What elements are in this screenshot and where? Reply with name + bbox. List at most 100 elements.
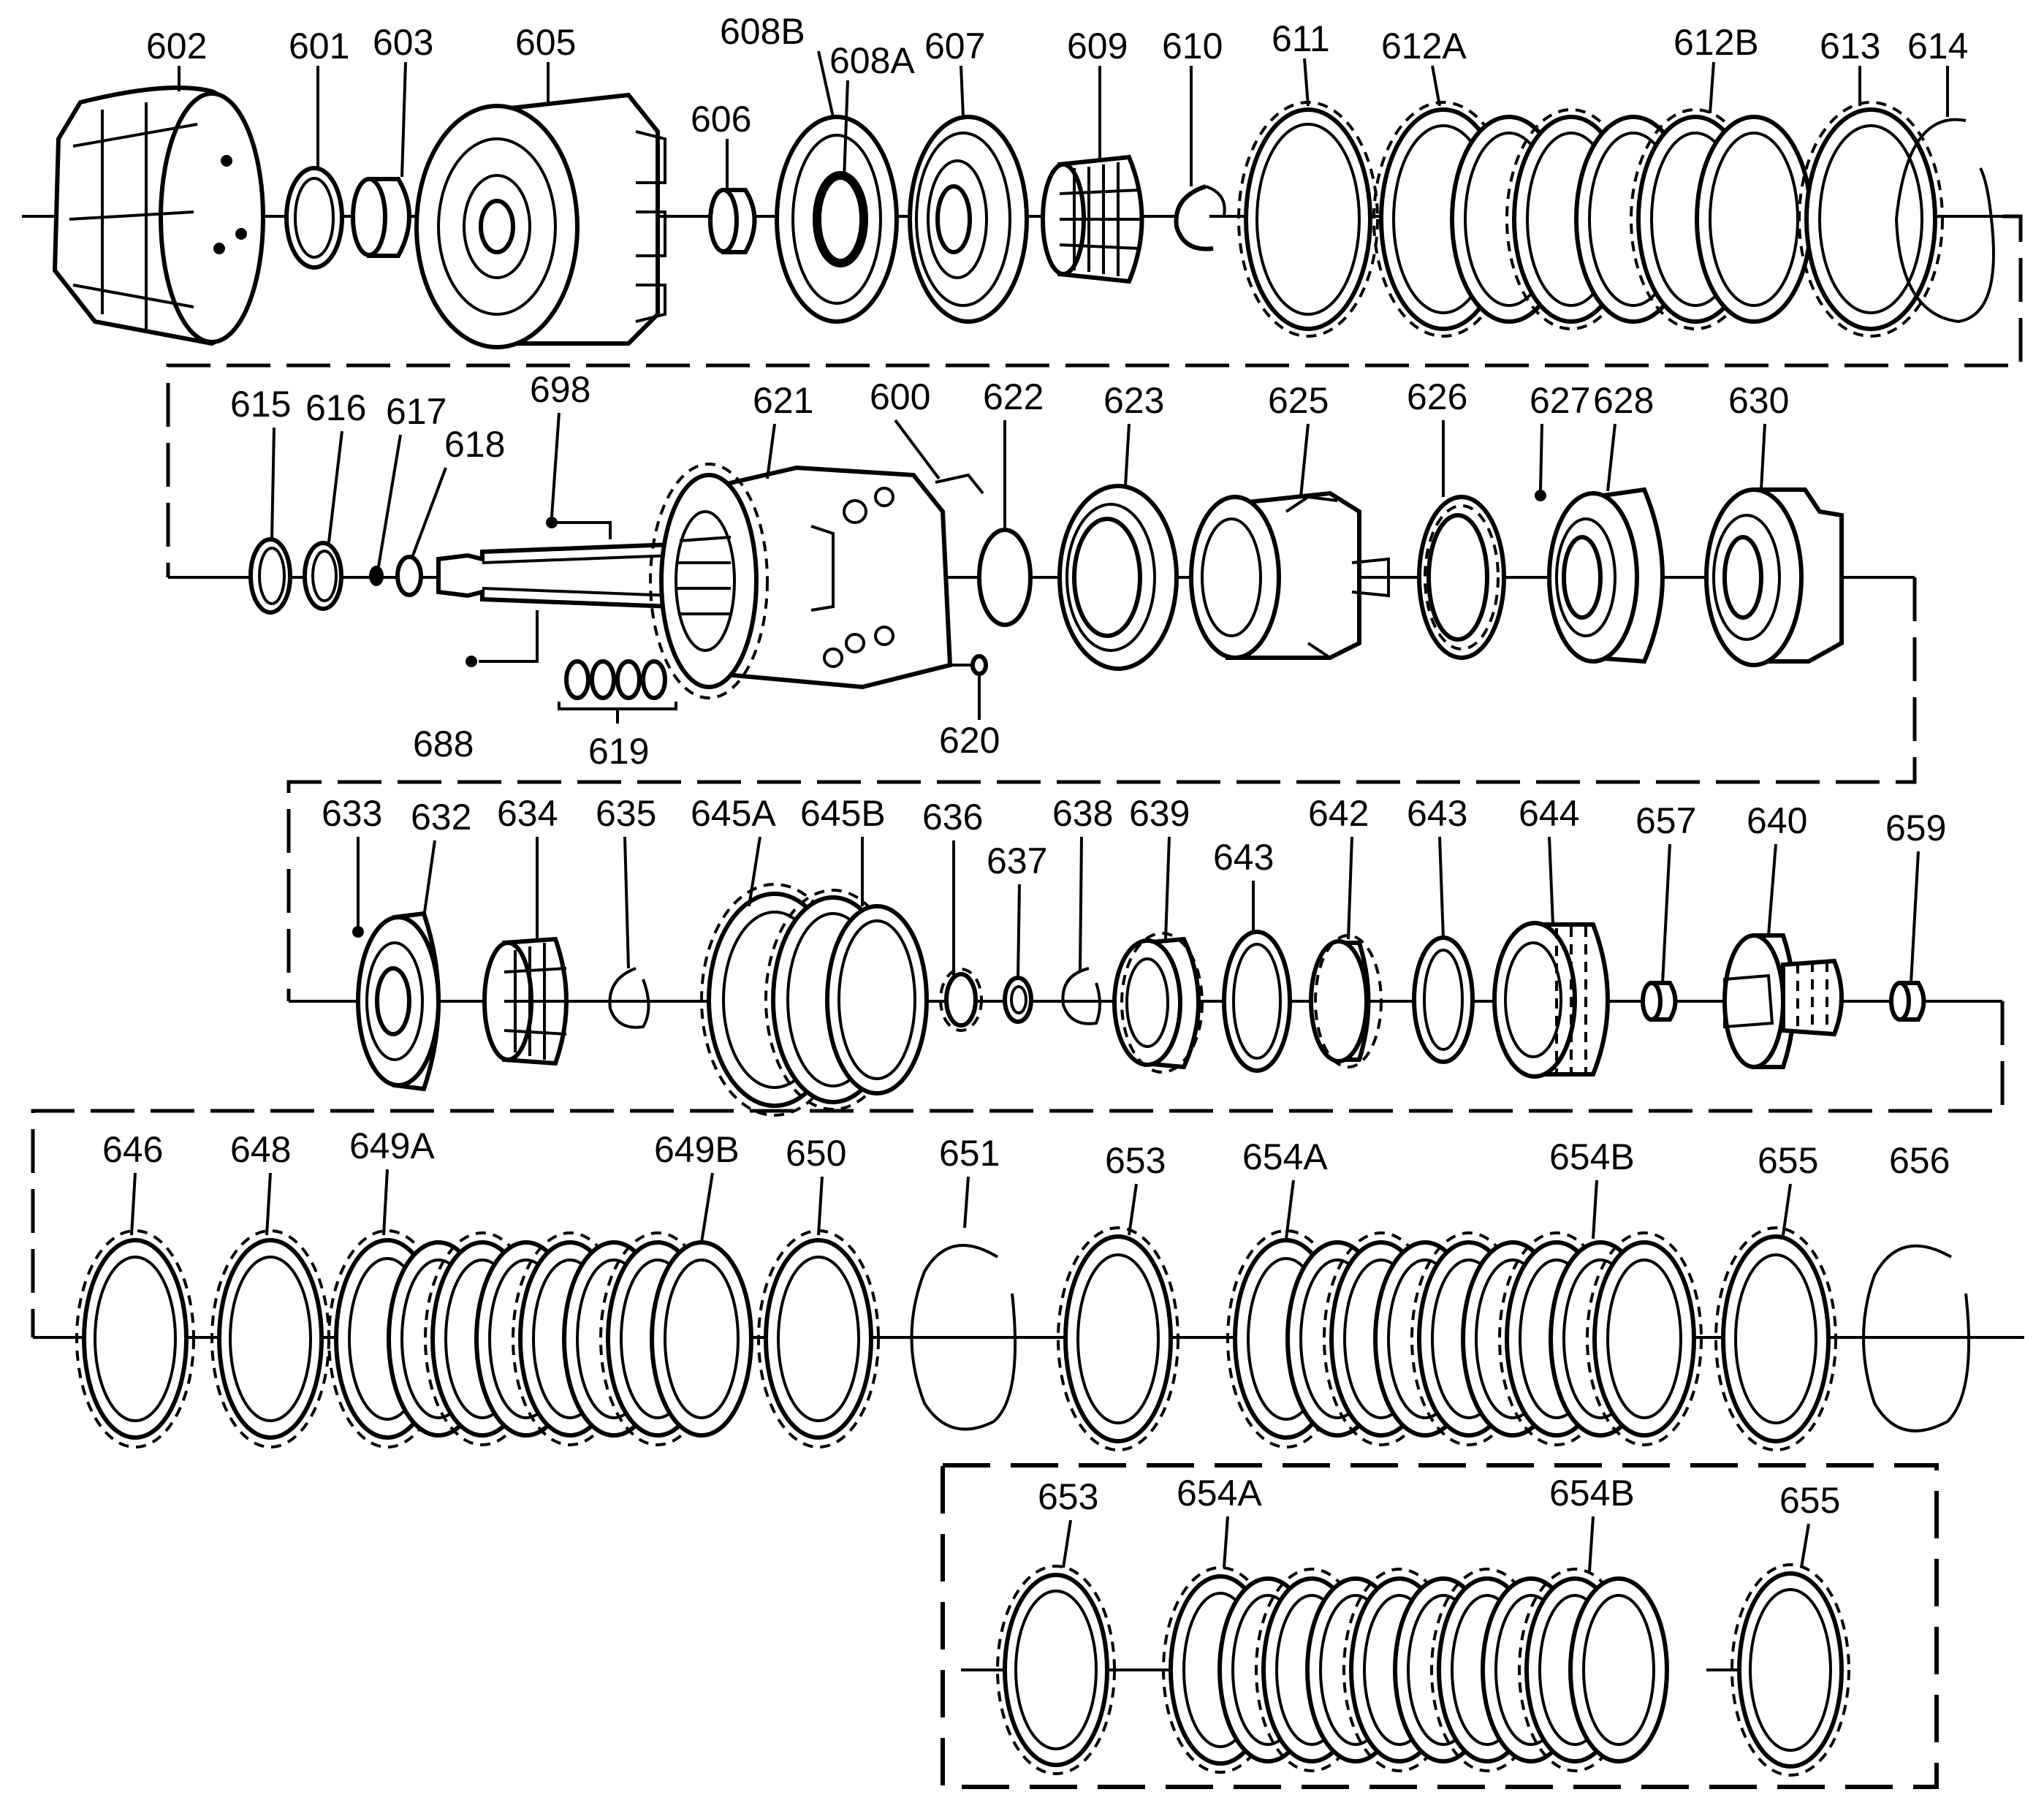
part-651 xyxy=(910,1244,1017,1431)
part-616 xyxy=(303,541,343,611)
part-642 xyxy=(1309,934,1383,1068)
part-633 xyxy=(352,926,364,938)
part-605 xyxy=(414,92,666,349)
part-611 xyxy=(1237,101,1379,338)
label-619: 619 xyxy=(588,731,649,772)
part-600 xyxy=(935,473,984,495)
label-621: 621 xyxy=(753,380,813,421)
connector-row3-row4 xyxy=(31,1001,2005,1337)
label-655-inset: 655 xyxy=(1779,1480,1840,1521)
part-688 xyxy=(466,610,539,667)
part-622 xyxy=(977,528,1033,627)
part-635 xyxy=(608,967,650,1029)
part-657 xyxy=(1641,981,1678,1022)
label-688: 688 xyxy=(413,724,474,764)
part-621 xyxy=(649,463,953,699)
part-655 xyxy=(1714,1226,1837,1451)
label-609: 609 xyxy=(1067,26,1128,67)
part-648 xyxy=(210,1229,330,1449)
part-653-inset xyxy=(996,1565,1116,1775)
label-632: 632 xyxy=(411,797,471,838)
label-643b: 643 xyxy=(1407,793,1467,834)
label-630: 630 xyxy=(1728,380,1789,421)
part-659 xyxy=(1889,981,1926,1022)
part-618 xyxy=(395,555,423,597)
part-613 xyxy=(1798,101,1944,338)
part-639 xyxy=(1112,932,1204,1074)
label-628: 628 xyxy=(1593,380,1654,421)
inset-dashed-box xyxy=(941,1463,1939,1789)
part-620 xyxy=(950,654,988,676)
label-618: 618 xyxy=(444,424,505,465)
part-608A xyxy=(813,171,868,267)
part-614 xyxy=(1894,118,1995,324)
label-648: 648 xyxy=(230,1129,291,1170)
part-602 xyxy=(52,86,266,346)
label-654A-inset: 654A xyxy=(1177,1473,1262,1514)
label-610: 610 xyxy=(1162,26,1223,67)
part-632 xyxy=(356,911,441,1092)
label-654B: 654B xyxy=(1549,1136,1635,1177)
part-644 xyxy=(1492,921,1610,1079)
part-637 xyxy=(1003,976,1033,1024)
label-603: 603 xyxy=(373,22,433,63)
part-634 xyxy=(482,936,570,1066)
part-623 xyxy=(1057,484,1179,671)
part-636 xyxy=(939,968,983,1032)
part-626 xyxy=(1417,495,1506,660)
part-654B xyxy=(1461,1231,1703,1446)
label-626: 626 xyxy=(1407,376,1467,417)
part-612B xyxy=(1574,108,1813,330)
part-654B-inset xyxy=(1393,1568,1669,1772)
label-601: 601 xyxy=(289,26,349,67)
label-654B-inset: 654B xyxy=(1549,1473,1635,1514)
part-615 xyxy=(248,537,292,615)
part-601 xyxy=(284,166,344,270)
label-633: 633 xyxy=(322,793,382,834)
part-638 xyxy=(1061,967,1101,1025)
label-617: 617 xyxy=(386,391,447,432)
row-1: 602 601 603 605 606 608B 608A 607 609 61… xyxy=(22,11,2023,577)
label-651: 651 xyxy=(939,1133,1000,1174)
label-600: 600 xyxy=(870,376,930,417)
row-2: 615 616 617 618 698 621 600 622 623 625 … xyxy=(168,369,1917,1001)
label-659: 659 xyxy=(1885,808,1946,848)
label-649B: 649B xyxy=(654,1129,740,1170)
connector-row2-row3 xyxy=(286,577,1917,1001)
part-650 xyxy=(757,1229,880,1449)
label-623: 623 xyxy=(1103,380,1164,421)
label-634: 634 xyxy=(497,793,558,834)
part-609 xyxy=(1041,154,1144,284)
label-625: 625 xyxy=(1268,380,1329,421)
label-637: 637 xyxy=(987,840,1047,881)
part-603 xyxy=(351,177,411,258)
part-649B xyxy=(512,1231,753,1446)
label-657: 657 xyxy=(1635,800,1696,841)
label-655: 655 xyxy=(1758,1140,1818,1181)
label-653: 653 xyxy=(1105,1140,1166,1181)
label-608A: 608A xyxy=(829,40,915,81)
part-617 xyxy=(369,566,384,586)
part-606 xyxy=(708,188,757,254)
label-698: 698 xyxy=(530,369,590,410)
input-shaft xyxy=(436,542,675,610)
label-614: 614 xyxy=(1907,26,1968,67)
label-642: 642 xyxy=(1308,793,1369,834)
label-638: 638 xyxy=(1052,793,1113,834)
label-612B: 612B xyxy=(1673,22,1759,63)
connector-row1-row2 xyxy=(166,214,2023,577)
label-611: 611 xyxy=(1272,18,1330,59)
label-605: 605 xyxy=(515,22,576,63)
part-698 xyxy=(546,517,612,539)
part-619 xyxy=(558,659,677,724)
label-656: 656 xyxy=(1889,1140,1950,1181)
label-616: 616 xyxy=(305,387,366,428)
label-636: 636 xyxy=(922,797,983,838)
inset-alternate-stack: 653 654A 654B 655 xyxy=(941,1463,1939,1789)
part-655-inset xyxy=(1730,1563,1850,1777)
row-3: 633 632 634 635 645A 645B 636 637 638 63… xyxy=(31,793,2005,1337)
part-653 xyxy=(1057,1226,1179,1451)
part-610 xyxy=(1174,184,1226,251)
part-643a xyxy=(1222,930,1292,1073)
label-639: 639 xyxy=(1129,793,1190,834)
